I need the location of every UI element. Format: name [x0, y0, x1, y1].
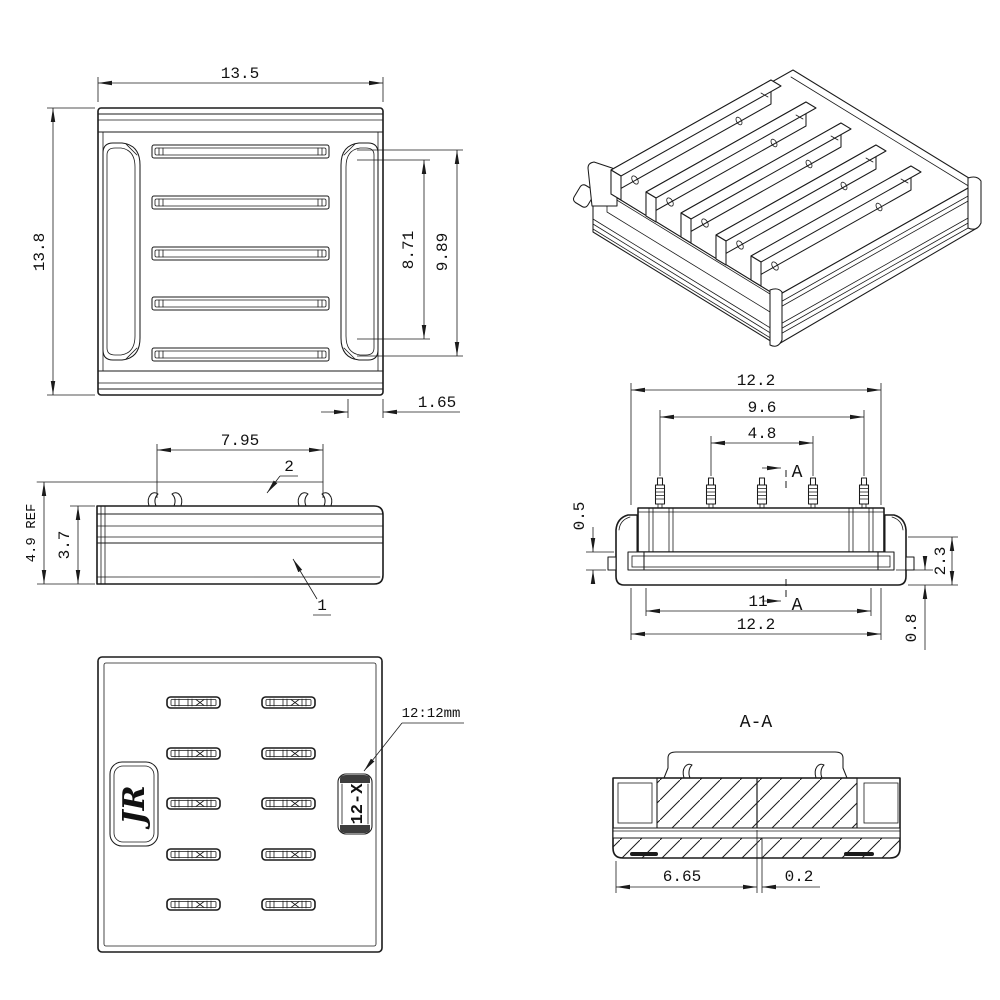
balloon-latch-number: 2 — [284, 458, 294, 476]
solder-pin — [756, 477, 768, 509]
cap-hook — [814, 763, 825, 779]
bottom-slot — [166, 848, 221, 861]
iso-right-post — [967, 176, 982, 230]
bottom-view: JR 12-X 12:12mm — [97, 656, 464, 953]
dim-text-body-height: 3.7 — [56, 531, 74, 560]
balloon-housing: 1 — [292, 558, 331, 616]
contact-slot — [151, 347, 330, 362]
latch-hook — [297, 492, 333, 507]
dim-standoff: 0.8 — [896, 555, 933, 650]
top-view-right-rail — [340, 142, 379, 361]
solder-pin — [858, 477, 870, 509]
dim-text-top-width: 13.5 — [221, 65, 259, 83]
dim-text-slot-span: 8.71 — [400, 231, 418, 269]
section-marker-top-text: A — [792, 463, 803, 483]
front-view: 12.2 9.6 4.8 A A 0.5 2.3 0.8 — [571, 372, 958, 650]
dim-text-pin-clearance: 0.5 — [571, 502, 589, 531]
top-view: 13.5 13.8 8.71 9.89 1.65 — [31, 65, 463, 418]
section-title: A-A — [740, 713, 773, 733]
dim-pin-span-inner: 4.8 — [710, 425, 814, 476]
dim-side-height: 2.3 — [908, 536, 958, 586]
dim-text-pin-span-inner: 4.8 — [748, 425, 777, 443]
solder-pin — [807, 477, 819, 509]
solder-pin — [705, 477, 717, 509]
bottom-slot — [261, 696, 316, 709]
dim-text-front-width: 12.2 — [737, 372, 775, 390]
iso-front-post — [769, 288, 783, 347]
dim-text-latch-span: 7.95 — [221, 432, 259, 450]
dim-text-side-height: 2.3 — [932, 547, 950, 576]
bottom-slot — [166, 747, 221, 760]
cap-hook — [682, 763, 693, 779]
balloon-housing-number: 1 — [317, 597, 327, 615]
bottom-slot — [261, 797, 316, 810]
dim-text-pin-span-outer: 9.6 — [748, 399, 777, 417]
contact-slot — [151, 246, 330, 261]
dim-text-center-offset: 0.2 — [785, 868, 814, 886]
bottom-slot — [166, 696, 221, 709]
dim-text-opening-span: 9.89 — [434, 233, 452, 271]
dim-top-slot-span: 8.71 — [357, 159, 430, 340]
mating-cap-outline — [663, 751, 848, 779]
dim-text-base-inner: 11 — [748, 593, 767, 611]
top-view-left-rail — [102, 142, 141, 361]
brand-logo: JR — [109, 761, 159, 847]
section-marker-bottom-text: A — [792, 596, 803, 616]
bottom-slot — [261, 848, 316, 861]
dim-side-latch-span: 7.95 — [156, 432, 324, 498]
dim-pin-span-outer: 9.6 — [659, 399, 865, 476]
bottom-slot — [166, 797, 221, 810]
dim-top-overall-height: 13.8 — [31, 107, 95, 396]
section-marker-bottom: A — [762, 579, 803, 616]
leader-note-text: 12:12mm — [402, 706, 461, 722]
bottom-slot — [261, 898, 316, 911]
dim-text-slot-offset: 6.65 — [663, 868, 701, 886]
dim-text-overall-height: 4.9 REF — [24, 504, 40, 563]
bottom-slot — [166, 898, 221, 911]
contact-slot — [151, 296, 330, 311]
isometric-view — [572, 69, 982, 347]
dim-pin-clearance: 0.5 — [571, 502, 614, 585]
dim-side-overall-height: 4.9 REF — [24, 482, 95, 585]
dim-text-top-height: 13.8 — [31, 233, 49, 271]
section-view: A-A 6.65 0.2 — [612, 713, 901, 893]
solder-pin — [654, 477, 666, 509]
dim-top-overall-width: 13.5 — [97, 65, 384, 102]
side-view: 7.95 2 4.9 REF 3.7 1 — [24, 432, 384, 616]
dim-text-base-width: 12.2 — [737, 616, 775, 634]
leader-note: 12:12mm — [363, 706, 464, 772]
part-marking-text: 12-X — [349, 783, 368, 825]
dim-top-opening-span: 9.89 — [357, 149, 463, 357]
dim-side-body-height: 3.7 — [56, 505, 95, 584]
dim-front-overall-width: 12.2 — [630, 372, 882, 505]
brand-logo-text: JR — [117, 785, 152, 829]
contact-slot — [151, 144, 330, 159]
dim-text-standoff: 0.8 — [903, 614, 921, 643]
section-marker-top: A — [762, 463, 803, 492]
latch-hook — [147, 492, 183, 507]
dim-top-rail-width: 1.65 — [321, 394, 460, 418]
dim-text-rail-width: 1.65 — [418, 394, 456, 412]
dim-section-slot-offset: 6.65 — [615, 830, 758, 893]
dim-base-inner: 11 — [645, 588, 872, 616]
balloon-latch: 2 — [266, 458, 298, 494]
contact-slot — [151, 195, 330, 210]
dim-section-center-offset: 0.2 — [761, 838, 820, 893]
bottom-slot — [261, 747, 316, 760]
dim-base-width: 12.2 — [630, 588, 882, 640]
part-marking-plate: 12-X — [337, 773, 373, 835]
